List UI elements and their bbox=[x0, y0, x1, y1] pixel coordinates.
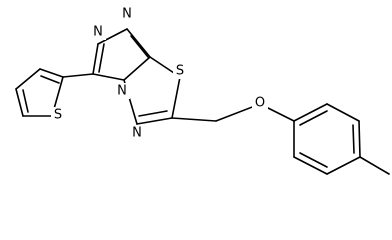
bond-thiophene-c2-c3-double bbox=[40, 75, 60, 84]
bond-ar3-ar4-inner bbox=[352, 124, 355, 154]
bond-n4-c3 bbox=[92, 73, 125, 81]
bond-thiophene-c4-c5-double bbox=[22, 89, 29, 113]
bond-ar5-ar6-inner bbox=[299, 152, 328, 168]
atom-label-s-thiophene: S bbox=[51, 107, 66, 123]
atom-label-n5: N bbox=[130, 125, 145, 141]
svg-text:O: O bbox=[255, 96, 265, 111]
bond-ar3-ar4 bbox=[358, 120, 361, 158]
atom-label-n1: N bbox=[120, 6, 135, 22]
bond-ar2-ar3 bbox=[326, 103, 360, 122]
bond-s-c6 bbox=[171, 76, 181, 119]
tolyl-ring bbox=[293, 103, 361, 175]
bond-methyl bbox=[359, 156, 390, 175]
bond-n1-c8a-double bbox=[130, 35, 149, 58]
bond-ar4-ar5 bbox=[326, 156, 361, 175]
bond-thiophene-triazole bbox=[62, 73, 94, 78]
thiadiazole-ring bbox=[123, 56, 181, 125]
bond-c6-n5 bbox=[136, 117, 173, 125]
svg-text:N: N bbox=[93, 25, 103, 40]
svg-text:S: S bbox=[176, 64, 184, 79]
bond-c6-n5-double bbox=[138, 110, 168, 117]
molecule-structure: N N S N N S O bbox=[15, 6, 390, 175]
bond-ar1-ar2 bbox=[293, 103, 328, 122]
bond-n2-n1 bbox=[97, 28, 128, 45]
triazole-ring bbox=[92, 28, 151, 81]
atom-label-s-thiadiazole: S bbox=[173, 63, 188, 79]
bond-n1-c8a bbox=[126, 28, 151, 58]
bond-ar5-ar6 bbox=[293, 156, 328, 175]
bond-thiophene-c4-c5 bbox=[15, 88, 24, 117]
bond-c8a-n4 bbox=[123, 56, 151, 81]
svg-text:N: N bbox=[117, 84, 127, 99]
bond-c3-n2-double bbox=[98, 43, 105, 73]
svg-text:S: S bbox=[54, 108, 62, 123]
svg-text:N: N bbox=[122, 7, 132, 22]
atom-label-n2: N bbox=[91, 24, 106, 40]
bond-thiophene-c2-c3 bbox=[39, 68, 64, 78]
bond-c3-n2 bbox=[92, 43, 99, 75]
atom-label-o: O bbox=[252, 95, 268, 111]
bond-c6-ch2 bbox=[171, 117, 217, 122]
svg-text:N: N bbox=[132, 126, 142, 141]
bond-thiophene-c3-c4 bbox=[15, 68, 41, 90]
atom-label-n4: N bbox=[115, 83, 130, 99]
bond-ar1-ar2-inner bbox=[299, 110, 328, 126]
